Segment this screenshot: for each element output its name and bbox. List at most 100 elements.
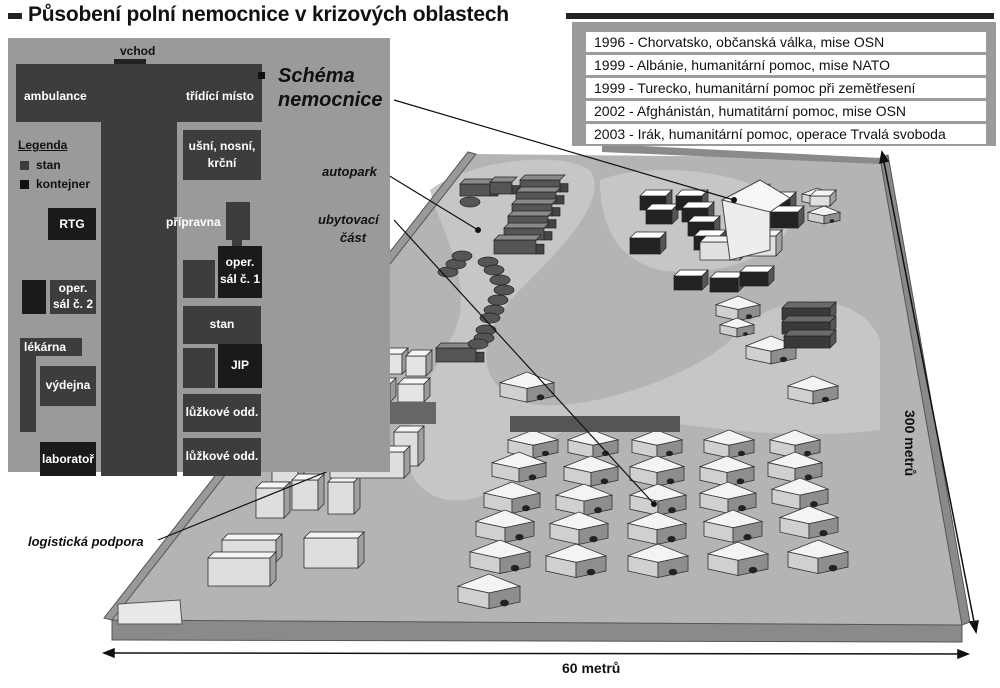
logistics-container: [255, 487, 285, 519]
mission-item: 1999 - Turecko, humanitární pomoc při ze…: [586, 78, 986, 98]
front-wall: [111, 619, 963, 643]
tent-door: [600, 478, 609, 485]
legend-tent-label: stan: [36, 158, 61, 172]
mission-item: 1996 - Chorvatsko, občanská válka, mise …: [586, 32, 986, 52]
medical-container: [709, 277, 739, 293]
main-hangar-roof: [720, 179, 791, 213]
tent-front: [578, 522, 609, 545]
legend-container-swatch: [20, 180, 29, 189]
tent-door: [736, 478, 745, 485]
tent-front: [488, 585, 521, 610]
room-lab-label: laboratoř: [41, 452, 94, 466]
tent-front: [590, 466, 619, 487]
tent-door: [743, 332, 748, 336]
room-ent-block: ušní, nosní, krční: [183, 130, 261, 180]
logistics-container: [327, 481, 355, 515]
logistics-container-side: [269, 551, 277, 587]
leader-dot-autopark: [475, 227, 481, 233]
tent-door: [589, 536, 598, 543]
truck-cab: [551, 207, 561, 217]
room-pharmacy-stem: [20, 356, 36, 432]
room-pharmacy-label: lékárna: [24, 340, 67, 354]
storage-container-side: [423, 377, 431, 403]
stacked-unit: [783, 335, 831, 349]
tent-door: [822, 396, 829, 403]
entrance-label: vchod: [120, 44, 156, 58]
medical-container-side: [797, 205, 805, 229]
tent-front: [727, 492, 757, 514]
stacked-unit-top: [781, 315, 837, 323]
tent-door: [510, 564, 520, 572]
width-label: 60 metrů: [562, 660, 621, 676]
room-or1-block: oper. sál č. 1: [218, 246, 262, 298]
room-xray-label: RTG: [59, 217, 85, 231]
corridor-stem: [101, 122, 177, 476]
tent-door: [522, 505, 530, 512]
stacked-unit-top: [783, 329, 837, 337]
support-container-side: [829, 189, 837, 207]
truck-roof: [503, 222, 550, 229]
tent-group: [456, 187, 850, 610]
tent-front: [657, 555, 689, 578]
medical-container-side: [701, 269, 709, 291]
truck-roof: [519, 174, 566, 181]
corridor-top: [16, 64, 262, 122]
room-lab-block: laboratoř: [40, 442, 96, 476]
room-pharmacy-block: lékárna: [20, 338, 82, 356]
truck-roof: [493, 234, 542, 241]
medical-container: [767, 211, 799, 229]
tent-door: [542, 450, 549, 457]
medical-container: [739, 271, 769, 287]
room-or2-label-1: oper.: [58, 281, 88, 295]
truck-cab: [475, 351, 485, 363]
tent-door: [500, 599, 509, 607]
tent-door: [594, 507, 602, 514]
tent-front: [656, 466, 685, 487]
callout-scheme-2: nemocnice: [278, 89, 383, 111]
container-prep: [226, 202, 250, 240]
room-dispensary-block: výdejna: [40, 366, 96, 406]
vehicle-group: [435, 174, 569, 363]
car: [487, 294, 509, 306]
tent-front: [817, 551, 849, 574]
tent-front: [499, 551, 531, 574]
callout-autopark: autopark: [322, 164, 377, 179]
truck-roof: [489, 176, 518, 183]
tent-door: [586, 568, 596, 576]
room-ward1-label: lůžkové odd.: [185, 405, 259, 419]
tent-door: [743, 534, 752, 541]
car: [489, 274, 511, 286]
mission-item: 2002 - Afghánistán, humatitární pomoc, m…: [586, 101, 986, 121]
truck-body: [435, 347, 477, 363]
tent-door: [666, 450, 673, 457]
tent-door: [738, 450, 745, 457]
legend-container-label: kontejner: [36, 177, 91, 191]
room-tent-label: stan: [209, 317, 235, 331]
tent-front: [575, 555, 607, 578]
storage-container: [397, 383, 425, 403]
tent-front: [504, 520, 535, 543]
tent-front: [732, 520, 763, 543]
tent-door: [829, 219, 835, 223]
tent-door: [738, 505, 746, 512]
support-container-side: [775, 229, 783, 257]
leader-housing: [393, 219, 655, 505]
truck-roof: [511, 198, 558, 205]
truck-cab: [535, 243, 545, 255]
tent-door: [819, 530, 828, 537]
room-ent-label-1: ušní, nosní,: [188, 139, 256, 153]
tent-front: [799, 488, 829, 510]
car: [483, 264, 505, 276]
callout-housing-2: část: [340, 230, 367, 245]
room-icu-block: JIP: [218, 344, 262, 388]
room-icu-label: JIP: [230, 358, 249, 372]
tent-front: [518, 462, 547, 483]
title-rule: [566, 13, 994, 19]
stacked-unit-side: [829, 329, 837, 349]
room-or2-block: oper. sál č. 2: [50, 280, 96, 314]
logistics-container-top: [207, 551, 277, 559]
tent-front: [583, 494, 613, 516]
leader-autopark: [387, 174, 479, 231]
mission-item: 1999 - Albánie, humanitární pomoc, mise …: [586, 55, 986, 75]
room-or1-label-1: oper.: [225, 255, 255, 269]
